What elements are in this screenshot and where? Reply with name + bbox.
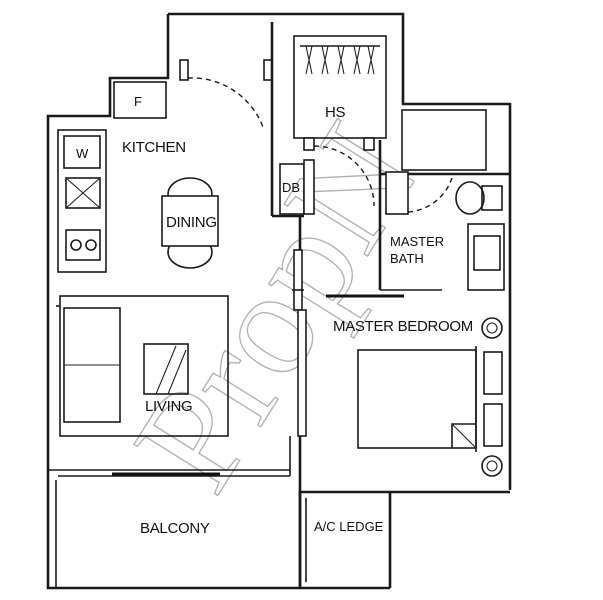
dining-table: [161, 177, 219, 269]
master-bath: [378, 109, 510, 291]
hs-label: HS: [325, 104, 346, 121]
bedroom-partition: [292, 216, 404, 492]
hs-db-walls: [270, 22, 382, 240]
watermark: PropN: [102, 97, 452, 519]
entrance-door: [179, 59, 273, 131]
master-bath-label-line1: MASTER: [390, 234, 444, 249]
vanity-icon: [467, 223, 505, 291]
washer-label: W: [76, 146, 89, 161]
lamp-icon: [481, 317, 503, 339]
outer-walls: [46, 12, 512, 590]
master-bedroom-label: MASTER BEDROOM: [333, 318, 473, 335]
kitchen-label: KITCHEN: [122, 139, 186, 156]
coffee-table-icon: [143, 343, 189, 395]
db-label: DB: [282, 180, 300, 195]
watermark-text: PropN: [102, 97, 450, 517]
lamp-icon: [481, 455, 503, 477]
stove-icon: [65, 229, 101, 261]
ac-ledge-label: A/C LEDGE: [314, 519, 384, 534]
balcony-label: BALCONY: [140, 520, 210, 537]
living-area: [48, 295, 291, 477]
distribution-board: [279, 159, 315, 215]
toilet-icon: [455, 181, 485, 215]
master-bath-label-line2: BATH: [390, 251, 424, 266]
sink-icon: [65, 177, 101, 209]
fridge: F: [113, 81, 167, 119]
master-bed: [357, 317, 503, 477]
dining-label: DINING: [166, 214, 217, 231]
household-shelter: [293, 35, 387, 207]
kitchen-counter: W: [57, 129, 107, 273]
living-label: LIVING: [145, 398, 192, 415]
fridge-label: F: [134, 94, 142, 109]
